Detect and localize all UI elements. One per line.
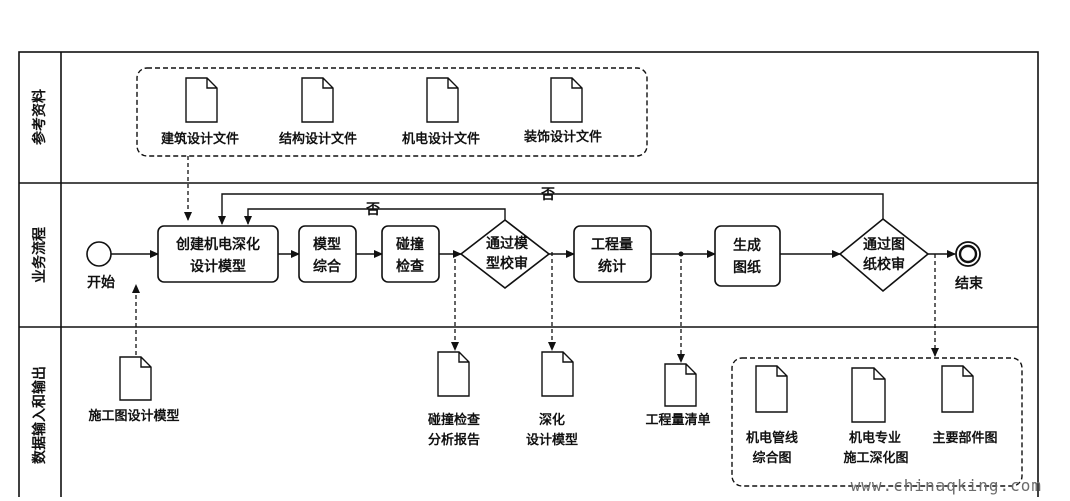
document-icon bbox=[301, 77, 334, 123]
output-label: 工程量清单 bbox=[645, 412, 710, 428]
task-collision-check: 碰撞 检查 bbox=[381, 225, 440, 283]
document-icon bbox=[664, 363, 697, 407]
output-label: 施工图设计模型 bbox=[88, 408, 179, 424]
output-collision-report: 碰撞检查 分析报告 bbox=[428, 351, 481, 448]
task-create-model: 创建机电深化 设计模型 bbox=[157, 225, 279, 283]
document-icon bbox=[426, 77, 459, 123]
start-label: 开始 bbox=[87, 274, 115, 291]
gateway-label: 型校审 bbox=[486, 255, 528, 272]
reject-label-model-review: 否 bbox=[365, 202, 380, 218]
output-label: 深化 bbox=[539, 412, 565, 428]
reference-doc-label: 装饰设计文件 bbox=[523, 129, 602, 145]
start-event bbox=[86, 241, 112, 267]
document-icon bbox=[755, 365, 788, 413]
gateway-model-review: 通过模 型校审 bbox=[459, 218, 551, 290]
task-label: 检查 bbox=[396, 258, 425, 275]
task-label: 设计模型 bbox=[190, 258, 246, 275]
task-label: 工程量 bbox=[591, 237, 633, 253]
gateway-label: 通过图 bbox=[863, 236, 905, 253]
task-label: 图纸 bbox=[733, 259, 761, 276]
output-label: 分析报告 bbox=[428, 432, 480, 448]
end-label: 结束 bbox=[955, 275, 984, 292]
document-icon bbox=[541, 351, 574, 397]
sequence-flows bbox=[111, 193, 956, 258]
output-label: 机电管线 bbox=[746, 430, 798, 446]
output-deepened-model: 深化 设计模型 bbox=[526, 351, 578, 448]
output-construction-model: 施工图设计模型 bbox=[88, 356, 180, 424]
reference-doc-structure: 结构设计文件 bbox=[279, 77, 357, 147]
task-generate-drawings: 生成 图纸 bbox=[714, 225, 781, 287]
reference-docs-group bbox=[136, 67, 648, 157]
task-label: 统计 bbox=[598, 258, 626, 275]
output-main-parts-drawing: 主要部件图 bbox=[932, 365, 998, 446]
output-label: 综合图 bbox=[752, 450, 791, 466]
reference-doc-mep: 机电设计文件 bbox=[402, 77, 480, 147]
output-mep-pipeline-drawing: 机电管线 综合图 bbox=[746, 365, 798, 466]
lane-label-io: 数据输入和输出 bbox=[31, 366, 48, 464]
reference-doc-label: 建筑设计文件 bbox=[161, 131, 239, 147]
output-label: 碰撞检查 bbox=[428, 412, 481, 428]
reference-doc-architecture: 建筑设计文件 bbox=[161, 77, 239, 147]
document-icon bbox=[119, 356, 152, 401]
document-icon bbox=[550, 77, 583, 123]
output-label: 主要部件图 bbox=[932, 430, 997, 446]
document-icon bbox=[941, 365, 974, 413]
swimlane-frame bbox=[18, 51, 1039, 501]
output-drawings-group bbox=[731, 357, 1023, 487]
flow-junction-dot bbox=[678, 251, 684, 257]
output-mep-deepened-drawing: 机电专业 施工深化图 bbox=[843, 367, 909, 466]
output-quantity-list: 工程量清单 bbox=[645, 363, 711, 428]
lane-label-reference: 参考资料 bbox=[31, 89, 48, 145]
gateway-drawing-review: 通过图 纸校审 bbox=[838, 217, 930, 293]
document-icon bbox=[185, 77, 218, 123]
task-model-merge: 模型 综合 bbox=[298, 225, 357, 283]
end-event bbox=[955, 241, 981, 267]
watermark-text: www.chinaqking.com bbox=[850, 476, 1042, 495]
task-label: 模型 bbox=[313, 236, 341, 253]
document-icon bbox=[437, 351, 470, 397]
gateway-label: 纸校审 bbox=[863, 256, 905, 273]
output-label: 机电专业 bbox=[849, 430, 901, 446]
task-label: 创建机电深化 bbox=[175, 236, 260, 253]
output-label: 施工深化图 bbox=[843, 450, 908, 466]
reference-doc-decoration: 装饰设计文件 bbox=[523, 77, 602, 145]
lane-label-process: 业务流程 bbox=[31, 227, 48, 283]
task-quantity-stats: 工程量 统计 bbox=[573, 225, 652, 283]
task-label: 综合 bbox=[313, 258, 342, 275]
output-label: 设计模型 bbox=[526, 432, 578, 448]
reference-doc-label: 结构设计文件 bbox=[279, 131, 357, 147]
task-label: 生成 bbox=[733, 237, 761, 254]
document-icon bbox=[851, 367, 886, 423]
gateway-label: 通过模 bbox=[486, 235, 529, 252]
data-flow-connectors bbox=[132, 156, 939, 363]
reference-doc-label: 机电设计文件 bbox=[402, 131, 480, 147]
reject-label-drawing-review: 否 bbox=[540, 187, 555, 203]
task-label: 碰撞 bbox=[396, 236, 424, 253]
